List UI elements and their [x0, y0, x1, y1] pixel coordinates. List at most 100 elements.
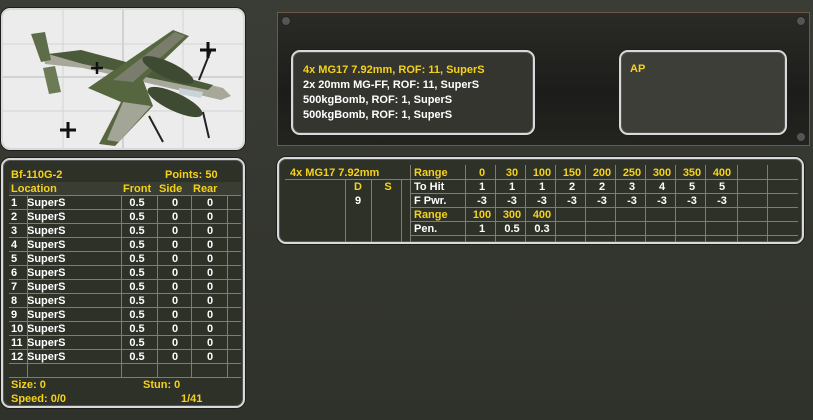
location-cell-front: 0.5 [129, 239, 145, 251]
table-divider [9, 265, 241, 266]
location-cell-num: 7 [11, 281, 18, 293]
fpwr-label: F Pwr. [414, 195, 447, 207]
location-cell-rear: 0 [206, 281, 214, 293]
location-cell-loc: SuperS [27, 295, 66, 307]
table-divider [9, 307, 241, 308]
location-cell-rear: 0 [206, 337, 214, 349]
location-cell-loc: SuperS [27, 267, 66, 279]
range2-label: Range [414, 209, 448, 221]
to-hit-value: 1 [508, 181, 516, 193]
location-cell-num: 5 [11, 253, 18, 265]
unit-points: Points: 50 [165, 169, 218, 181]
table-divider [9, 251, 241, 252]
location-cell-num: 8 [11, 295, 18, 307]
stats-divider [410, 235, 798, 236]
location-cell-front: 0.5 [129, 309, 145, 321]
location-cell-side: 0 [171, 309, 179, 321]
location-cell-rear: 0 [206, 253, 214, 265]
location-cell-num: 10 [11, 323, 24, 335]
location-cell-num: 11 [11, 337, 23, 349]
location-cell-rear: 0 [206, 351, 214, 363]
rear-header: Rear [193, 183, 218, 195]
range-value: 250 [622, 167, 642, 179]
table-divider [27, 195, 28, 377]
range-value: 400 [712, 167, 732, 179]
stats-divider [645, 165, 646, 242]
location-cell-side: 0 [171, 253, 179, 265]
table-divider [9, 209, 241, 210]
stats-divider [410, 207, 798, 208]
location-cell-rear: 0 [206, 211, 214, 223]
range-value: 30 [505, 167, 519, 179]
range-label: Range [414, 167, 448, 179]
range-value: 150 [562, 167, 582, 179]
rivet-icon [796, 132, 806, 142]
location-cell-front: 0.5 [129, 351, 145, 363]
to-hit-label: To Hit [414, 181, 445, 193]
location-cell-side: 0 [171, 281, 179, 293]
aircraft-image [3, 10, 243, 148]
pen-value: 0.5 [504, 223, 520, 235]
location-cell-side: 0 [171, 337, 179, 349]
fpwr-value: -3 [717, 195, 727, 207]
location-cell-front: 0.5 [129, 267, 145, 279]
stats-divider [555, 165, 556, 242]
location-cell-num: 3 [11, 225, 18, 237]
weapon-entry[interactable]: 2x 20mm MG-FF, ROF: 11, SuperS [303, 79, 480, 91]
location-cell-loc: SuperS [27, 197, 66, 209]
table-divider [9, 279, 241, 280]
table-divider [121, 195, 122, 377]
location-cell-side: 0 [171, 323, 179, 335]
size-stun-row: Size: 0 Stun: 0 [9, 378, 241, 392]
fpwr-value: -3 [477, 195, 487, 207]
size-label: Size: 0 [11, 379, 46, 391]
to-hit-value: 5 [718, 181, 726, 193]
weapons-list: 4x MG17 7.92mm, ROF: 11, SuperS 2x 20mm M… [291, 50, 535, 135]
table-divider [9, 377, 241, 378]
location-cell-rear: 0 [206, 225, 214, 237]
location-cell-loc: SuperS [27, 309, 66, 321]
location-cell-loc: SuperS [27, 253, 66, 265]
stats-divider [767, 165, 768, 242]
stats-divider [371, 179, 372, 242]
weapon-entry[interactable]: 500kgBomb, ROF: 1, SuperS [303, 94, 453, 106]
stats-divider [675, 165, 676, 242]
unit-name: Bf-110G-2 [11, 169, 63, 181]
table-divider [9, 321, 241, 322]
location-cell-front: 0.5 [129, 323, 145, 335]
fpwr-value: -3 [567, 195, 577, 207]
fpwr-value: -3 [627, 195, 637, 207]
weapon-entry[interactable]: 4x MG17 7.92mm, ROF: 11, SuperS [303, 64, 485, 76]
location-cell-loc: SuperS [27, 281, 66, 293]
stats-s-header: S [384, 181, 392, 193]
location-cell-side: 0 [171, 225, 179, 237]
front-header: Front [123, 183, 152, 195]
stats-s-value [380, 194, 396, 208]
range-value: 0 [478, 167, 486, 179]
weapon-entry[interactable]: 500kgBomb, ROF: 1, SuperS [303, 109, 453, 121]
range-value: 300 [652, 167, 672, 179]
stats-divider [345, 179, 346, 242]
stats-divider [737, 165, 738, 242]
location-cell-front: 0.5 [129, 225, 145, 237]
fpwr-value: -3 [507, 195, 517, 207]
location-cell-side: 0 [171, 197, 179, 209]
location-cell-num: 2 [11, 211, 18, 223]
unit-header-row: Bf-110G-2 Points: 50 [9, 168, 241, 182]
pen-label: Pen. [414, 223, 438, 235]
stats-weapon-name: 4x MG17 7.92mm [290, 167, 380, 179]
unit-info-panel: Bf-110G-2 Points: 50 Location Front Side… [1, 158, 245, 408]
location-cell-side: 0 [171, 351, 179, 363]
to-hit-value: 3 [628, 181, 636, 193]
location-cell-loc: SuperS [27, 239, 66, 251]
